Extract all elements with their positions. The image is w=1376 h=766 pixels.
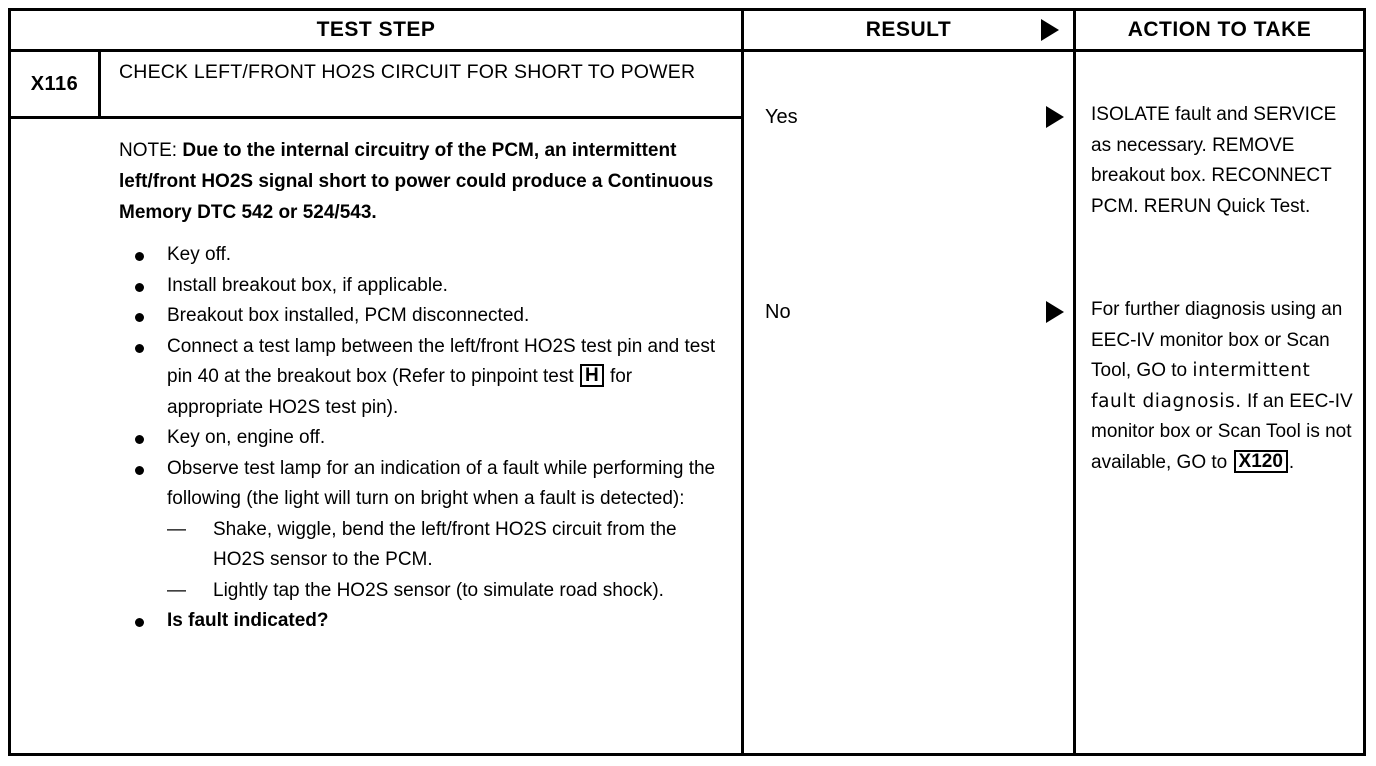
triangle-right-icon [1046,301,1064,323]
list-item-question: Is fault indicated? [119,606,731,637]
bullet-icon [135,313,144,322]
sub-list-item: — Lightly tap the HO2S sensor (to simula… [167,576,731,607]
action-column: ISOLATE fault and SERVICE as necessary. … [1073,52,1363,753]
note-text: Due to the internal circuitry of the PCM… [119,140,714,223]
triangle-right-icon [1046,106,1064,128]
action-no-alt-reference: intermittent fault diagnosis. [1091,360,1311,412]
pinpoint-test-ref-h[interactable]: H [579,364,604,387]
pinpoint-test-ref-x120[interactable]: X120 [1233,449,1288,473]
result-column: Yes No [741,52,1073,753]
action-text-no: For further diagnosis using an EEC-IV mo… [1091,295,1353,478]
bullet-icon [135,435,144,444]
action-no-period: . [1288,451,1295,473]
table-body: X116 CHECK LEFT/FRONT HO2S CIRCUIT FOR S… [11,52,1363,753]
step-title: CHECK LEFT/FRONT HO2S CIRCUIT FOR SHORT … [119,61,696,83]
test-step-column: X116 CHECK LEFT/FRONT HO2S CIRCUIT FOR S… [11,52,741,753]
note-paragraph: NOTE: Due to the internal circuitry of t… [119,135,729,228]
column-divider-result [741,52,744,753]
table-header-row: TEST STEP RESULT ACTION TO TAKE [11,11,1363,52]
step-title-row: X116 CHECK LEFT/FRONT HO2S CIRCUIT FOR S… [11,52,741,119]
list-item-text-part-2: for appropriate HO2S test pin). [167,366,633,418]
header-result-label: RESULT [865,18,952,41]
step-id-label: X116 [30,72,79,95]
list-item: Connect a test lamp between the left/fro… [119,332,731,424]
sub-list-item: — Shake, wiggle, bend the left/front HO2… [167,515,731,576]
header-action-to-take: ACTION TO TAKE [1073,11,1363,49]
bullet-icon [135,282,144,292]
list-item: Breakout box installed, PCM disconnected… [119,301,731,332]
sub-step-list: — Shake, wiggle, bend the left/front HO2… [167,515,731,607]
step-id-badge: X116 [11,52,101,116]
list-item-text: Observe test lamp for an indication of a… [167,457,716,510]
header-action-label: ACTION TO TAKE [1127,18,1312,41]
dash-icon: — [167,579,186,601]
procedure-body: NOTE: Due to the internal circuitry of t… [101,119,741,753]
result-row-no: No [741,297,1073,327]
list-item-text: Breakout box installed, PCM disconnected… [167,305,530,326]
triangle-right-icon [1041,19,1059,41]
dash-icon: — [167,518,186,540]
header-test-step: TEST STEP [11,11,741,49]
list-item: Key off. [119,240,731,271]
result-row-yes: Yes [741,102,1073,132]
list-item-text: Is fault indicated? [167,610,329,631]
pinpoint-test-table: TEST STEP RESULT ACTION TO TAKE X116 CHE… [8,8,1366,756]
header-result: RESULT [741,11,1073,49]
header-test-step-label: TEST STEP [316,18,436,41]
note-label: NOTE: [119,140,178,161]
column-divider-action [1073,52,1076,753]
list-item-text: Key off. [167,244,232,265]
list-item: Install breakout box, if applicable. [119,271,731,302]
bullet-icon [135,618,144,627]
sub-list-item-text: Lightly tap the HO2S sensor (to simulate… [213,579,664,601]
list-item: Observe test lamp for an indication of a… [119,454,731,607]
action-no-lead: For further diagnosis using an EEC-IV mo… [1091,299,1343,381]
result-label-no: No [765,301,791,323]
list-item: Key on, engine off. [119,423,731,454]
result-label-yes: Yes [765,106,798,128]
sub-list-item-text: Shake, wiggle, bend the left/front HO2S … [213,518,677,571]
bullet-icon [135,465,144,475]
action-no-tail: If an EEC-IV monitor box or Scan Tool is… [1091,390,1353,473]
bullet-icon [135,252,144,261]
list-item-text: Key on, engine off. [167,427,326,448]
list-item-text-part-1: Connect a test lamp between the left/fro… [167,335,716,388]
bullet-icon [135,343,144,353]
list-item-text: Install breakout box, if applicable. [167,274,448,296]
procedure-step-list: Key off. Install breakout box, if applic… [119,240,731,637]
action-text-yes: ISOLATE fault and SERVICE as necessary. … [1091,104,1337,217]
